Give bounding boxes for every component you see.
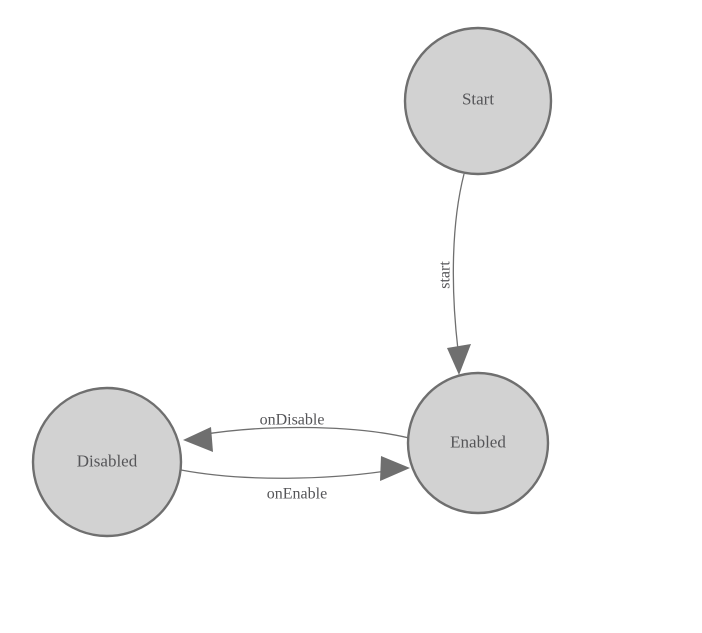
arrowhead-left-icon	[183, 427, 213, 452]
edge-path-on-disable	[199, 426, 410, 439]
edge-label-on-enable: onEnable	[267, 486, 327, 503]
arrowhead-down-icon	[447, 344, 471, 375]
state-node-disabled[interactable]: Disabled	[31, 386, 183, 538]
state-node-enabled-label: Enabled	[450, 433, 506, 452]
state-node-start-circle[interactable]	[403, 26, 553, 176]
edge-label-on-disable: onDisable	[260, 412, 325, 429]
edge-label-start: start	[437, 261, 454, 289]
edge-start-to-enabled[interactable]: start	[437, 173, 472, 375]
state-node-enabled[interactable]: Enabled	[406, 371, 550, 515]
edge-enabled-to-disabled[interactable]: onDisable	[183, 412, 410, 453]
state-node-start[interactable]: Start	[403, 26, 553, 176]
state-node-disabled-label: Disabled	[77, 452, 138, 471]
arrowhead-right-icon	[380, 456, 410, 481]
state-node-start-label: Start	[462, 90, 494, 109]
edge-path-on-enable	[180, 469, 394, 479]
state-node-enabled-circle[interactable]	[406, 371, 550, 515]
state-node-disabled-circle[interactable]	[31, 386, 183, 538]
edge-disabled-to-enabled[interactable]: onEnable	[180, 456, 410, 503]
edge-path-start-to-enabled	[452, 173, 465, 351]
